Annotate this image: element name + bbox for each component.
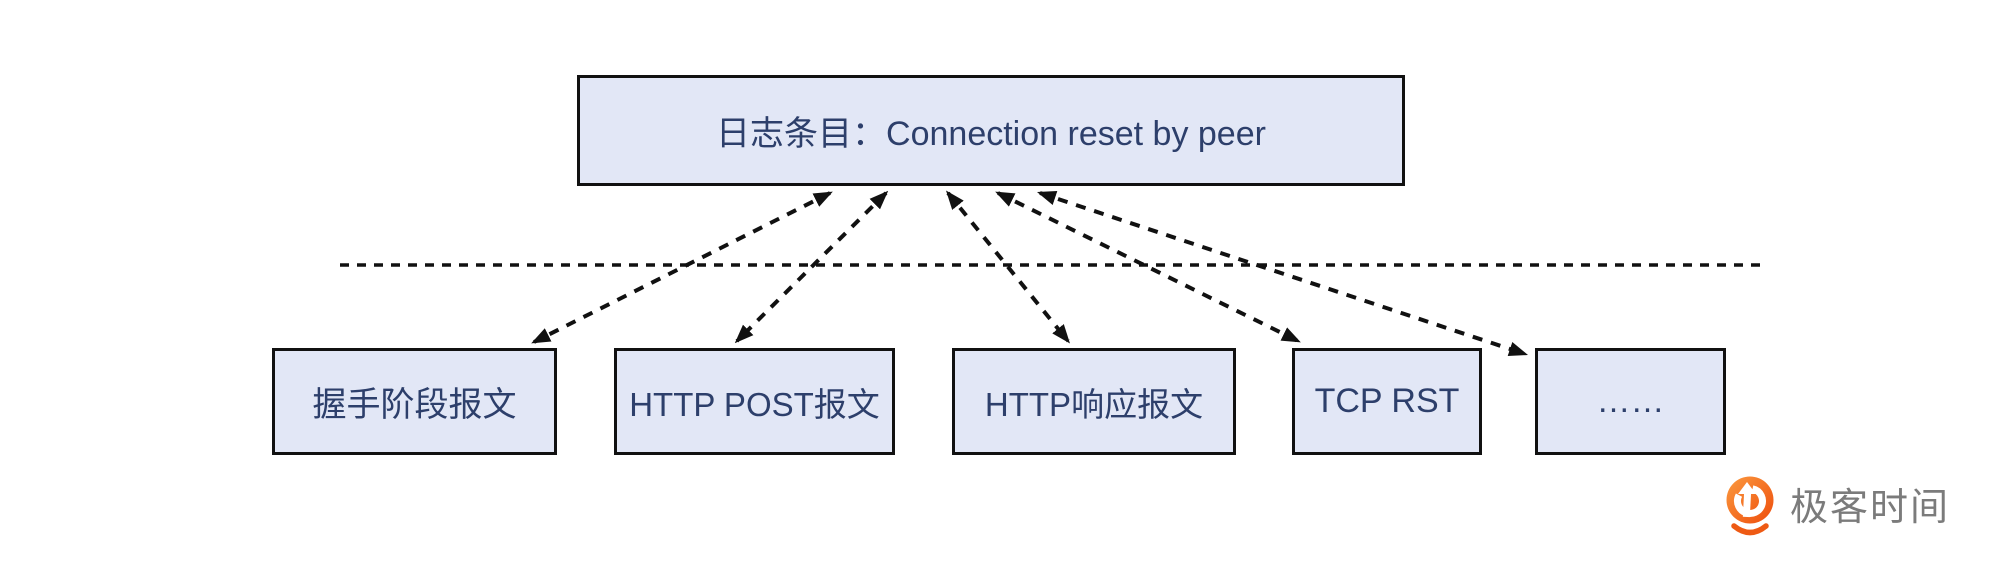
arrow-root-leaf5 <box>1036 190 1529 357</box>
node-ellipsis-label: …… <box>1596 382 1665 420</box>
node-ellipsis: …… <box>1535 348 1726 455</box>
arrow-root-leaf1 <box>531 191 833 344</box>
node-http-response-packet: HTTP响应报文 <box>952 348 1236 455</box>
node-http-response-packet-label: HTTP响应报文 <box>984 385 1204 423</box>
node-http-post-packet: HTTP POST报文 <box>614 348 895 455</box>
geektime-logo-text: 极客时间 <box>1790 487 1951 529</box>
node-http-post-packet-label: HTTP POST报文 <box>629 385 880 423</box>
geektime-q-icon <box>1726 476 1774 536</box>
geektime-logo: 极客时间 <box>1726 476 1950 540</box>
node-handshake-packet: 握手阶段报文 <box>272 348 557 455</box>
arrow-root-leaf2 <box>734 190 889 344</box>
node-tcp-rst: TCP RST <box>1292 348 1482 455</box>
node-handshake-packet-label: 握手阶段报文 <box>312 386 517 424</box>
arrow-root-leaf3 <box>946 190 1070 344</box>
node-tcp-rst-label: TCP RST <box>1314 382 1460 420</box>
arrow-root-leaf4 <box>995 191 1301 343</box>
node-log-entry-label: 日志条目：Connection reset by peer <box>716 115 1266 153</box>
node-log-entry: 日志条目：Connection reset by peer <box>577 75 1405 186</box>
